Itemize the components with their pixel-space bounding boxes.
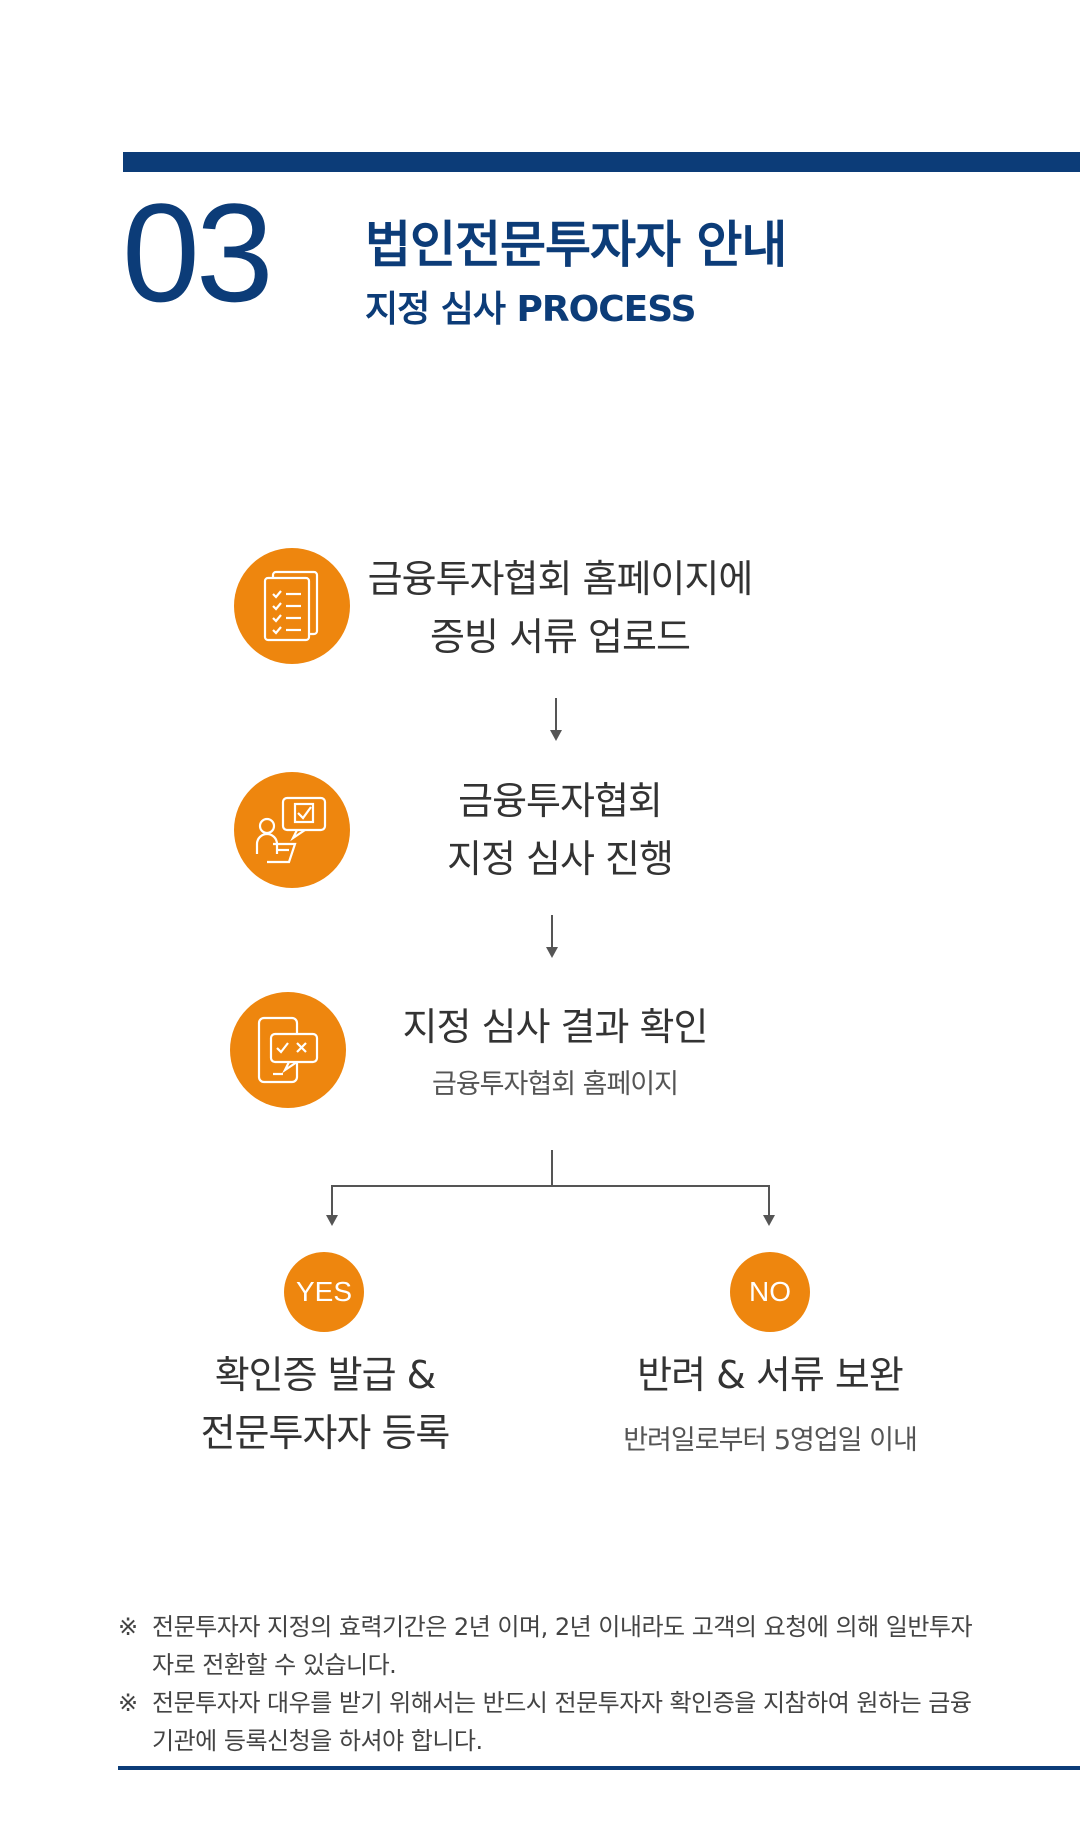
no-badge: NO: [730, 1252, 810, 1332]
page-subtitle: 지정 심사 PROCESS: [365, 289, 697, 330]
step3-title: 지정 심사 결과 확인: [402, 1005, 709, 1049]
header-bar: [123, 152, 1080, 172]
arrow2-line: [551, 915, 553, 949]
note-text-1: 전문투자자 지정의 효력기간은 2년 이며, 2년 이내라도 고객의 요청에 의…: [152, 1613, 973, 1679]
note-mark: ※: [118, 1689, 138, 1717]
note-mark: ※: [118, 1613, 138, 1641]
yes-text: 확인증 발급 & 전문투자자 등록: [170, 1346, 480, 1462]
branch-right-line: [768, 1185, 770, 1217]
arrow1-line: [555, 698, 557, 732]
yes-badge: YES: [284, 1252, 364, 1332]
step2-line1: 금융투자협회: [458, 779, 663, 823]
note-item-2: ※ 전문투자자 대우를 받기 위해서는 반드시 전문투자자 확인증을 지참하여 …: [118, 1684, 978, 1760]
note-item-1: ※ 전문투자자 지정의 효력기간은 2년 이며, 2년 이내라도 고객의 요청에…: [118, 1608, 978, 1684]
yes-line2: 전문투자자 등록: [200, 1411, 451, 1455]
branch-stem: [551, 1150, 553, 1186]
mobile-result-icon: [257, 1016, 319, 1084]
person-review-icon: [255, 796, 327, 864]
step2-text: 금융투자협회 지정 심사 진행: [330, 772, 790, 888]
arrow2-head: [546, 947, 558, 958]
branch-left-line: [331, 1185, 333, 1217]
note-text-2: 전문투자자 대우를 받기 위해서는 반드시 전문투자자 확인증을 지참하여 원하…: [152, 1689, 972, 1755]
step1-line1: 금융투자협회 홈페이지에: [367, 557, 754, 601]
step2-icon-circle: [234, 772, 350, 888]
document-checklist-icon: [263, 570, 319, 642]
step1-text: 금융투자협회 홈페이지에 증빙 서류 업로드: [330, 550, 790, 666]
yes-line1: 확인증 발급 &: [214, 1353, 437, 1397]
step1-icon-circle: [234, 548, 350, 664]
footer-line: [118, 1766, 1080, 1770]
section-number: 03: [122, 174, 274, 331]
step3-sub: 금융투자협회 홈페이지: [432, 1069, 679, 1100]
branch-right-head: [763, 1215, 775, 1226]
arrow1-head: [550, 730, 562, 741]
branch-horizontal: [331, 1185, 770, 1187]
step1-line2: 증빙 서류 업로드: [430, 615, 691, 659]
page-title: 법인전문투자자 안내: [365, 216, 787, 274]
branch-left-head: [326, 1215, 338, 1226]
no-sub: 반려일로부터 5영업일 이내: [623, 1425, 918, 1456]
step3-icon-circle: [230, 992, 346, 1108]
step2-line2: 지정 심사 진행: [447, 837, 674, 881]
no-title: 반려 & 서류 보완: [637, 1353, 904, 1397]
